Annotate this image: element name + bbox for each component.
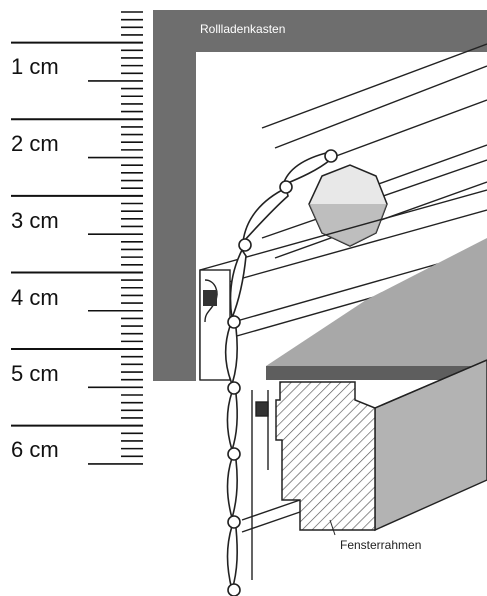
shutter-box-casing (153, 10, 487, 381)
ruler-label-2cm: 2 cm (11, 131, 59, 156)
ruler (11, 11, 143, 465)
ruler-label-3cm: 3 cm (11, 208, 59, 233)
brush-seal-icon (203, 290, 217, 306)
slat-hinge-knuckles (227, 149, 338, 596)
lower-guide-rail (241, 390, 301, 580)
window-frame-label: Fensterrahmen (340, 538, 422, 552)
window-sill (266, 238, 487, 366)
frame-label-leader (329, 519, 336, 536)
ruler-label-1cm: 1 cm (11, 54, 59, 79)
window-frame-side (374, 359, 487, 532)
window-frame-hatched-section (275, 381, 376, 531)
ruler-label-4cm: 4 cm (11, 285, 59, 310)
shutter-box-label: Rollladenkasten (200, 22, 286, 36)
ruler-label-5cm: 5 cm (11, 361, 59, 386)
ruler-label-6cm: 6 cm (11, 437, 59, 462)
shutter-slats (224, 150, 331, 594)
